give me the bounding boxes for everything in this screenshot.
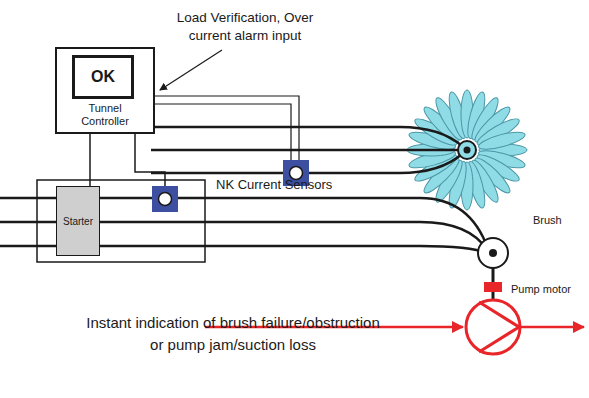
sensor-label: NK Current Sensors [216, 177, 332, 192]
starter-box: Starter [56, 186, 100, 256]
node-label: Starter [63, 216, 93, 227]
part-name: Brush [533, 214, 562, 226]
current-sensor [152, 186, 178, 212]
pump-symbol [466, 300, 520, 354]
motor-symbol [478, 238, 508, 268]
controller-box: Tunnel Controller OK [55, 47, 155, 134]
sensor-hole [159, 193, 172, 206]
note-text: Instant indication of brush failure/obst… [83, 312, 383, 356]
motor-shaft [489, 249, 497, 257]
part-name: Pump motor [511, 283, 571, 295]
callout-text: Load Verification, Over current alarm in… [160, 9, 330, 45]
brush-axle [464, 147, 471, 154]
pump-triangle [479, 302, 519, 352]
control-wire [89, 134, 91, 186]
callout-arrow [160, 50, 222, 90]
shaft-coupling [484, 282, 502, 292]
brush-bristle [477, 129, 526, 153]
flow-arrow [521, 326, 584, 329]
sensor-lead [135, 134, 165, 186]
brush-hub [458, 141, 476, 159]
status-box: OK [72, 55, 134, 99]
node-label: Tunnel Controller [57, 102, 153, 128]
sensor-leads [151, 96, 299, 160]
node-label: OK [91, 68, 115, 86]
